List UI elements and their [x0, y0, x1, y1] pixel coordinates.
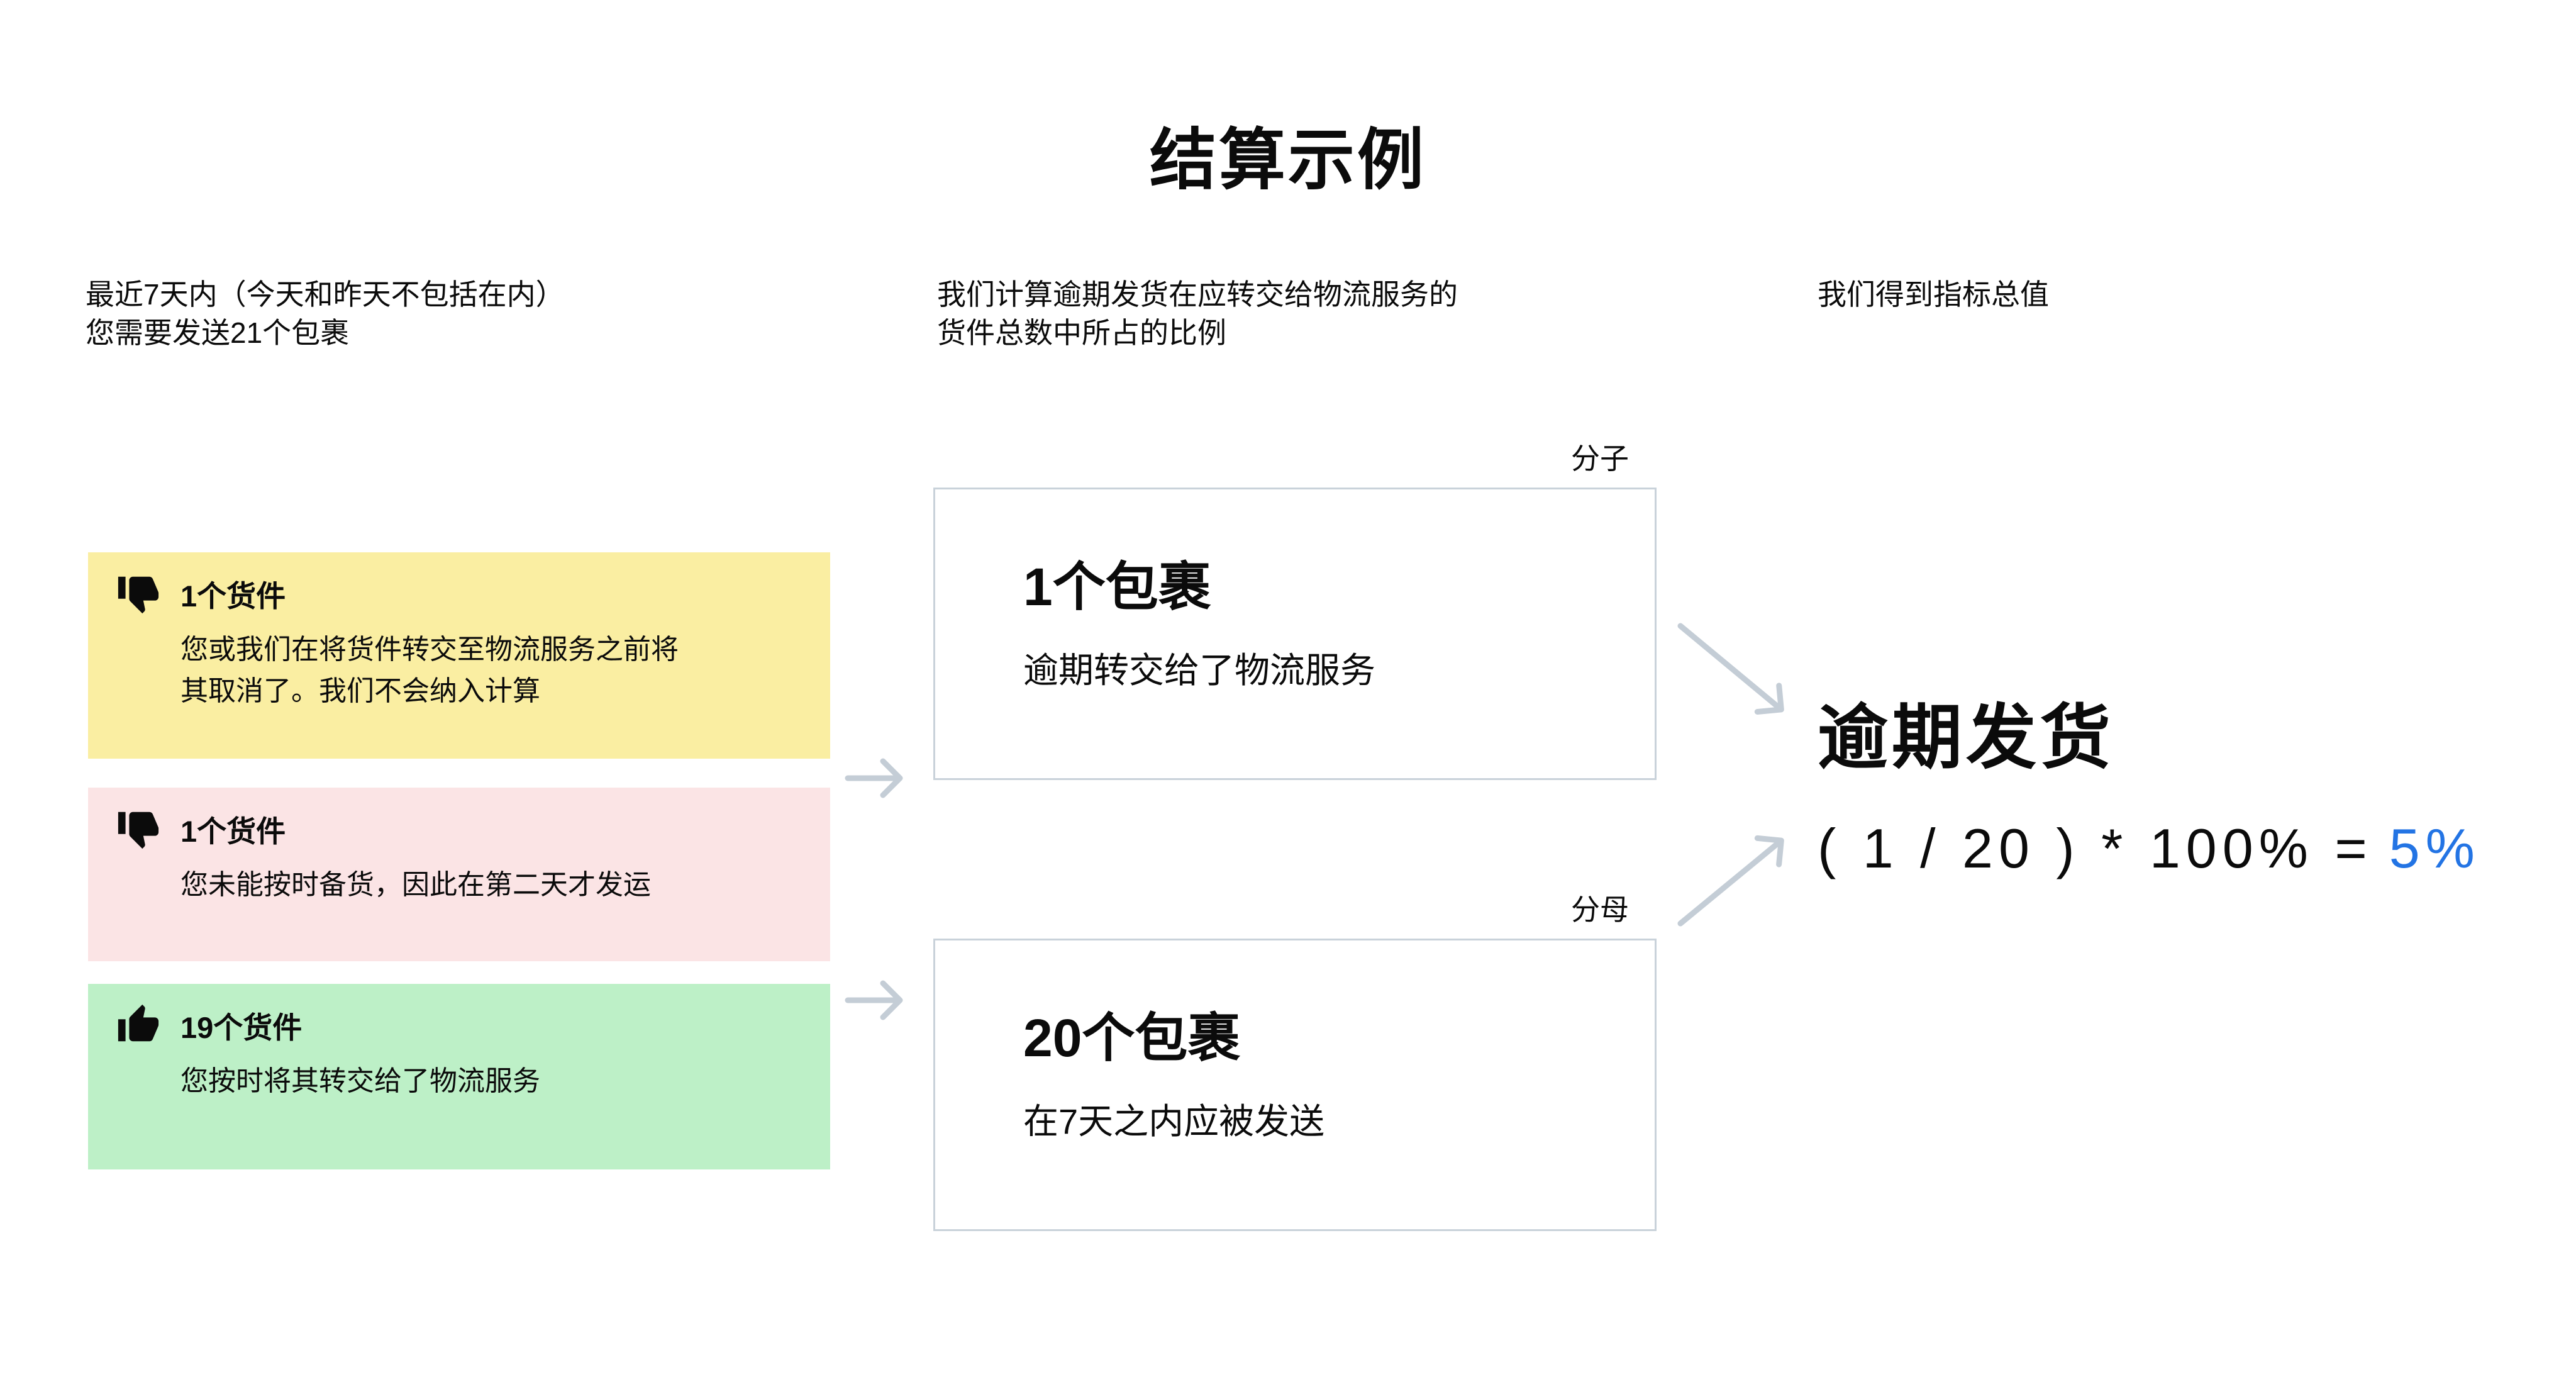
numerator-box: 1个包裹 逾期转交给了物流服务 — [933, 488, 1657, 780]
card-description: 您按时将其转交给了物流服务 — [180, 1066, 540, 1096]
arrow-denominator-to-result — [1677, 835, 1784, 927]
formula-result-value: 5% — [2389, 817, 2480, 879]
thumbs-down-icon — [118, 812, 159, 849]
card-late-shipment: 1个货件 您未能按时备货，因此在第二天才发运 — [88, 788, 830, 961]
card-description: 您未能按时备货，因此在第二天才发运 — [180, 869, 651, 900]
arrow-numerator-to-result — [1677, 623, 1784, 715]
thumbs-down-icon — [118, 576, 159, 614]
page-title: 结算示例 — [1150, 123, 1426, 198]
card-cancelled-shipment: 1个货件 您或我们在将货件转交至物流服务之前将其取消了。我们不会纳入计算 — [88, 552, 830, 759]
left-column-header: 最近7天内（今天和昨天不包括在内） 您需要发送21个包裹 — [86, 278, 565, 349]
card-ontime-shipments: 19个货件 您按时将其转交给了物流服务 — [88, 984, 830, 1169]
card-header: 19个货件 — [116, 1003, 805, 1047]
denominator-box: 20个包裹 在7天之内应被发送 — [933, 939, 1657, 1231]
middle-column-header: 我们计算逾期发货在应转交给物流服务的 货件总数中所占的比例 — [937, 278, 1458, 349]
denominator-label: 分母 — [1571, 893, 1629, 926]
metric-title: 逾期发货 — [1818, 698, 2114, 777]
thumbs-up-icon — [118, 1004, 159, 1042]
card-count-label: 1个货件 — [180, 814, 286, 848]
right-column-header: 我们得到指标总值 — [1818, 278, 2049, 311]
card-header: 1个货件 — [116, 571, 805, 615]
denominator-description: 在7天之内应被发送 — [1023, 1102, 1325, 1141]
card-count-label: 19个货件 — [180, 1010, 303, 1044]
numerator-title: 1个包裹 — [1023, 557, 1211, 616]
numerator-label: 分子 — [1571, 442, 1629, 475]
card-count-label: 1个货件 — [180, 579, 286, 613]
formula-expression: ( 1 / 20 ) * 100% = — [1818, 817, 2373, 879]
denominator-title: 20个包裹 — [1023, 1008, 1241, 1068]
numerator-description: 逾期转交给了物流服务 — [1023, 650, 1375, 690]
card-header: 1个货件 — [116, 806, 805, 851]
card-description: 您或我们在将货件转交至物流服务之前将其取消了。我们不会纳入计算 — [180, 634, 679, 706]
metric-formula: ( 1 / 20 ) * 100% = 5% — [1818, 817, 2480, 881]
